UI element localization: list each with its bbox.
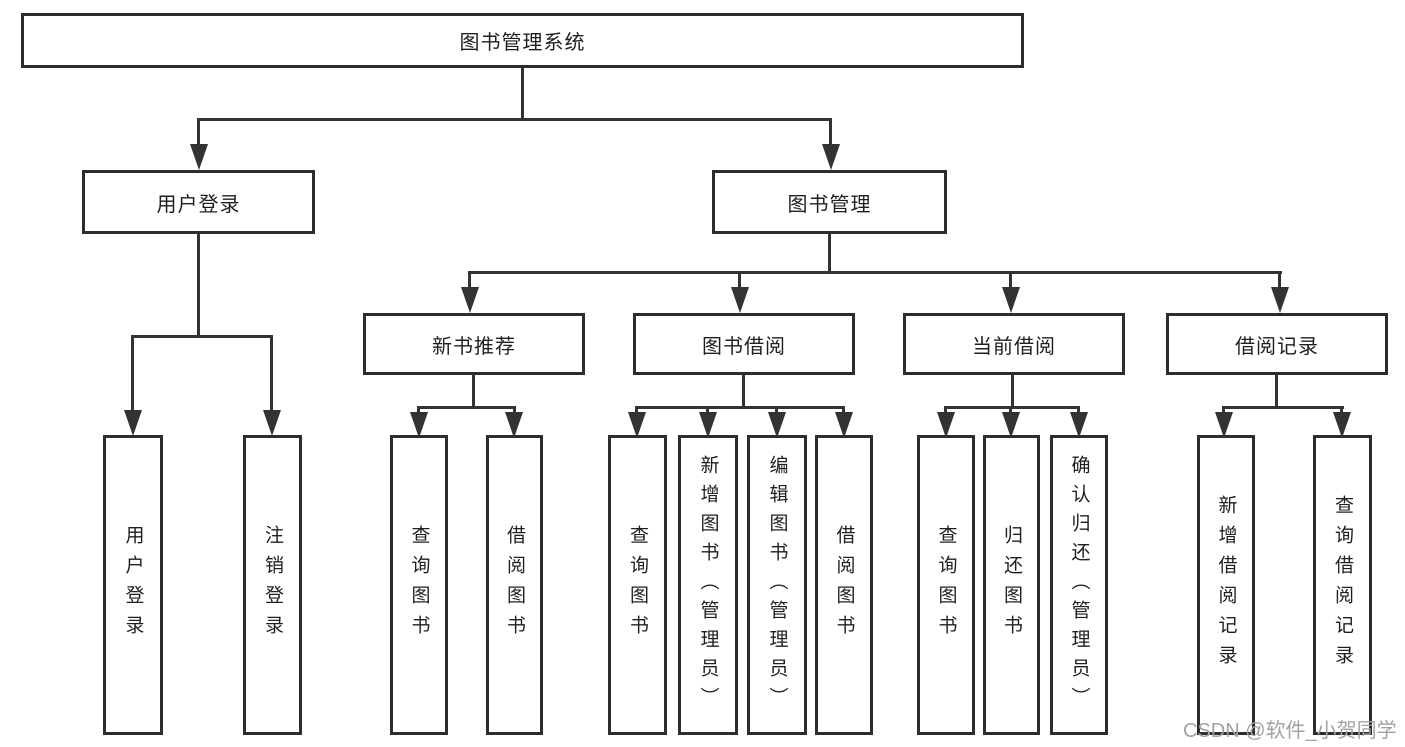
arrowhead-down-icon: [1215, 412, 1233, 438]
leaf-confirm-return-admin: 确认归还（管理员）: [1050, 435, 1108, 735]
connector-line: [944, 406, 1080, 409]
node-book-borrow: 图书借阅: [633, 313, 855, 375]
arrowhead-down-icon: [822, 144, 840, 170]
node-user-login: 用户登录: [82, 170, 315, 234]
connector-line: [521, 68, 524, 120]
leaf-logout: 注销登录: [243, 435, 302, 735]
arrowhead-down-icon: [263, 410, 281, 436]
connector-line: [468, 271, 471, 291]
arrowhead-down-icon: [628, 412, 646, 438]
leaf-add-borrow-record: 新增借阅记录: [1197, 435, 1255, 735]
arrowhead-down-icon: [835, 412, 853, 438]
leaf-query-books-recommend: 查询图书: [390, 435, 448, 735]
node-new-book-recommend: 新书推荐: [363, 313, 585, 375]
arrowhead-down-icon: [190, 144, 208, 170]
leaf-borrow-books-recommend: 借阅图书: [486, 435, 543, 735]
node-library-management-system: 图书管理系统: [21, 13, 1024, 68]
connector-line: [1009, 271, 1012, 291]
arrowhead-down-icon: [124, 410, 142, 436]
node-book-management: 图书管理: [712, 170, 947, 234]
arrowhead-down-icon: [937, 412, 955, 438]
connector-line: [1011, 375, 1014, 408]
arrowhead-down-icon: [410, 412, 428, 438]
leaf-query-borrow-record: 查询借阅记录: [1313, 435, 1372, 735]
connector-line: [197, 118, 200, 148]
connector-line: [468, 271, 1282, 274]
connector-line: [197, 118, 832, 121]
arrowhead-down-icon: [461, 287, 479, 313]
arrowhead-down-icon: [699, 412, 717, 438]
connector-line: [197, 234, 200, 335]
leaf-query-books-borrow: 查询图书: [608, 435, 667, 735]
arrowhead-down-icon: [1002, 412, 1020, 438]
watermark: CSDN @软件_小贺同学: [1183, 720, 1397, 742]
connector-line: [635, 406, 845, 409]
arrowhead-down-icon: [1070, 412, 1088, 438]
arrowhead-down-icon: [731, 287, 749, 313]
leaf-borrow-books: 借阅图书: [815, 435, 873, 735]
connector-line: [131, 335, 134, 412]
connector-line: [270, 335, 273, 412]
leaf-user-login: 用户登录: [103, 435, 163, 735]
connector-line: [738, 271, 741, 291]
connector-line: [829, 118, 832, 148]
arrowhead-down-icon: [1271, 287, 1289, 313]
arrowhead-down-icon: [768, 412, 786, 438]
leaf-query-books-current: 查询图书: [917, 435, 975, 735]
leaf-add-book-admin: 新增图书（管理员）: [678, 435, 738, 735]
node-borrow-records: 借阅记录: [1166, 313, 1388, 375]
connector-line: [828, 234, 831, 273]
arrowhead-down-icon: [1002, 287, 1020, 313]
connector-line: [417, 406, 516, 409]
connector-line: [1222, 406, 1344, 409]
arrowhead-down-icon: [505, 412, 523, 438]
connector-line: [472, 375, 475, 408]
arrowhead-down-icon: [1333, 412, 1351, 438]
connector-line: [1278, 271, 1281, 291]
leaf-edit-book-admin: 编辑图书（管理员）: [747, 435, 807, 735]
connector-line: [1275, 375, 1278, 408]
leaf-return-book: 归还图书: [983, 435, 1040, 735]
connector-line: [742, 375, 745, 408]
connector-line: [131, 335, 273, 338]
node-current-borrow: 当前借阅: [903, 313, 1125, 375]
